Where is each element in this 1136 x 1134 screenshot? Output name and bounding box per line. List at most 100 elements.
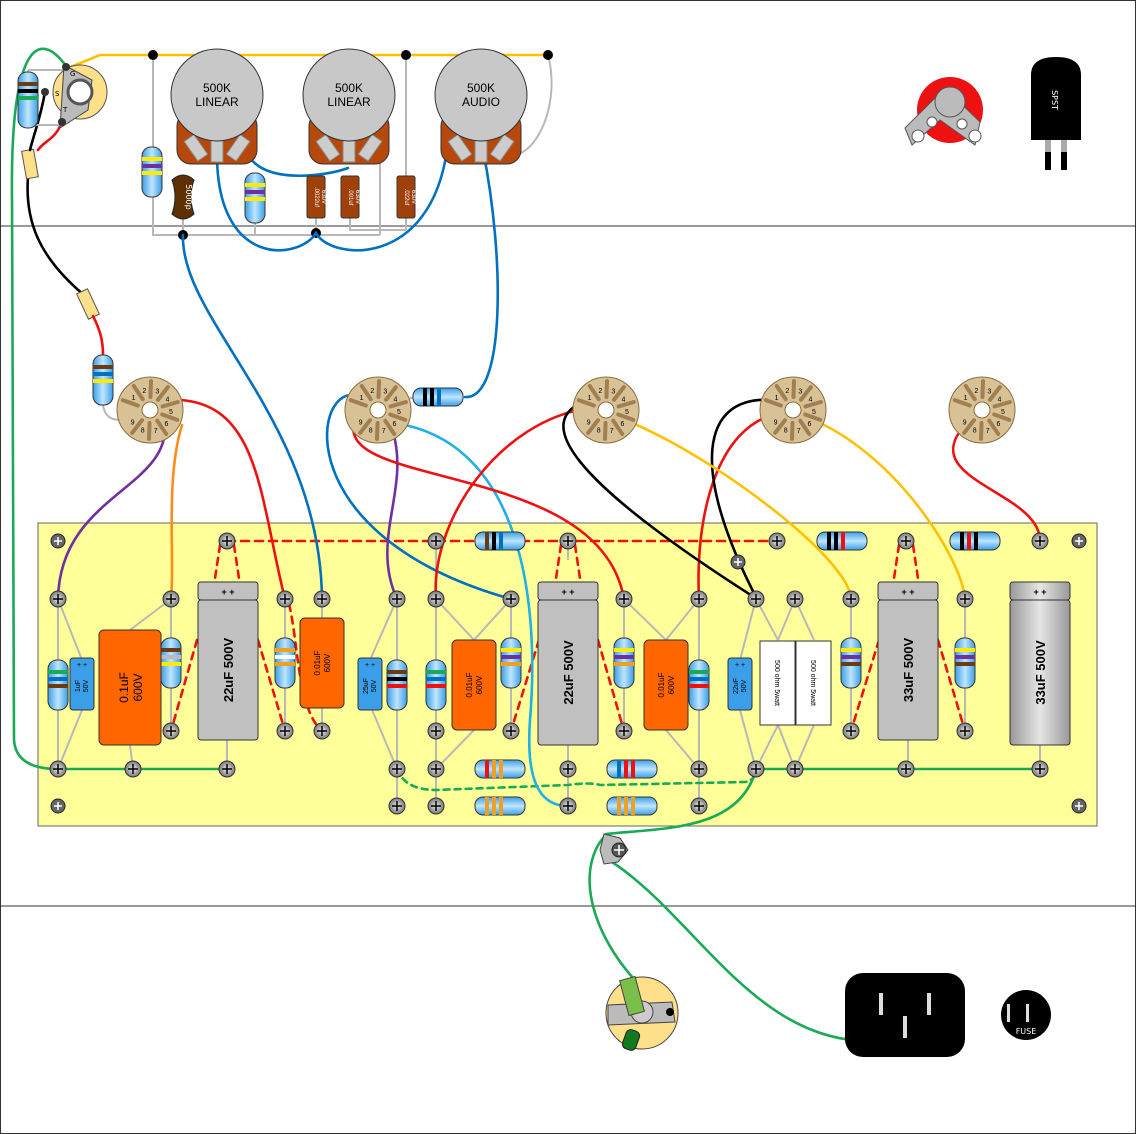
- mounting-screw: [1071, 798, 1087, 814]
- turret-terminal[interactable]: [313, 722, 331, 740]
- turret-terminal[interactable]: [427, 760, 445, 778]
- turret-terminal[interactable]: [1031, 532, 1049, 550]
- resistor-band: [827, 532, 831, 550]
- turret-terminal[interactable]: [842, 590, 860, 608]
- socket-pin-number: 3: [987, 388, 991, 395]
- pot-lug: [342, 137, 356, 163]
- wire-black: [710, 398, 774, 601]
- spst-switch[interactable]: SPST: [1031, 57, 1081, 170]
- turret-terminal[interactable]: [388, 590, 406, 608]
- screw-slot: [54, 802, 62, 810]
- bypass-cap-voltage: 50V: [741, 679, 748, 692]
- turret-terminal[interactable]: [747, 590, 765, 608]
- socket-pin: [602, 420, 608, 441]
- coupling-cap-value: 0.01uF: [657, 672, 666, 697]
- bypass-cap-value: 22uF: [733, 678, 740, 694]
- turret-terminal[interactable]: [388, 797, 406, 815]
- socket-center-hole: [369, 401, 387, 419]
- turret-terminal[interactable]: [559, 797, 577, 815]
- resistor-band: [974, 532, 978, 550]
- turret-terminal[interactable]: [768, 532, 786, 550]
- socket-pin: [376, 379, 382, 400]
- turret-terminal[interactable]: [49, 760, 67, 778]
- turret-terminal[interactable]: [842, 722, 860, 740]
- socket-pin: [388, 412, 408, 422]
- turret-terminal[interactable]: [276, 722, 294, 740]
- resistor-band: [18, 82, 38, 86]
- turret-terminal[interactable]: [502, 722, 520, 740]
- terminal-slot: [619, 594, 629, 604]
- turret-terminal[interactable]: [559, 760, 577, 778]
- terminal-slot: [53, 594, 63, 604]
- resistor: [274, 637, 296, 689]
- bypass-cap-value: 25uF: [363, 678, 370, 694]
- turret-terminal[interactable]: [218, 760, 236, 778]
- socket-pin-number: 4: [166, 396, 170, 403]
- turret-terminal[interactable]: [690, 760, 708, 778]
- socket-pin-number: 5: [1001, 409, 1005, 416]
- pot-taper: LINEAR: [327, 95, 371, 109]
- resistor-band: [841, 532, 845, 550]
- socket-pin-number: 4: [809, 396, 813, 403]
- turret-terminal[interactable]: [897, 532, 915, 550]
- turret-terminal[interactable]: [427, 590, 445, 608]
- power-resistor: 500 ohm 5watt: [759, 640, 796, 726]
- turret-terminal[interactable]: [313, 590, 331, 608]
- resistor-band: [245, 183, 265, 187]
- socket-pin-number: 2: [974, 388, 978, 395]
- turret-terminal[interactable]: [897, 760, 915, 778]
- turret-terminal[interactable]: [1031, 760, 1049, 778]
- turret-terminal[interactable]: [786, 590, 804, 608]
- turret-terminal[interactable]: [427, 722, 445, 740]
- turret-terminal[interactable]: [49, 590, 67, 608]
- turret-terminal[interactable]: [218, 532, 236, 550]
- turret-terminal[interactable]: [502, 590, 520, 608]
- turret-terminal[interactable]: [388, 760, 406, 778]
- socket-center-hole: [597, 401, 615, 419]
- turret-terminal[interactable]: [162, 722, 180, 740]
- plate-wire-red: [352, 418, 626, 601]
- b-plus-jumpers: [169, 543, 967, 733]
- socket-pin: [576, 398, 596, 408]
- coupling-cap-voltage: 600V: [667, 675, 676, 694]
- socket-pin-number: 3: [798, 388, 802, 395]
- mounting-screw: [730, 554, 746, 570]
- turret-terminal[interactable]: [690, 590, 708, 608]
- turret-terminal[interactable]: [690, 797, 708, 815]
- socket-pin: [799, 385, 813, 402]
- pot-taper: LINEAR: [195, 95, 239, 109]
- turret-terminal[interactable]: [747, 760, 765, 778]
- socket-pin-number: 3: [383, 388, 387, 395]
- pot-value: 500K: [335, 81, 363, 95]
- terminal-slot: [506, 726, 516, 736]
- turret-terminal[interactable]: [427, 532, 445, 550]
- turret-terminal[interactable]: [124, 760, 142, 778]
- terminal-slot: [431, 764, 441, 774]
- turret-terminal[interactable]: [427, 797, 445, 815]
- turret-terminal[interactable]: [559, 532, 577, 550]
- socket-pin: [763, 398, 783, 408]
- turret-terminal[interactable]: [276, 590, 294, 608]
- resistor-band: [18, 96, 38, 100]
- turret-terminal[interactable]: [956, 722, 974, 740]
- wire-black: [562, 398, 759, 601]
- turret-terminal[interactable]: [615, 722, 633, 740]
- plate-wire-red: [434, 406, 592, 601]
- filter-cap-label: 33uF 500V: [901, 638, 916, 703]
- bypass-cap-body: [357, 657, 383, 711]
- turret-terminal[interactable]: [786, 760, 804, 778]
- turret-terminal[interactable]: [615, 590, 633, 608]
- terminal-slot: [506, 594, 516, 604]
- turret-terminal[interactable]: [956, 590, 974, 608]
- socket-pin: [616, 400, 636, 409]
- turret-terminal[interactable]: [162, 590, 180, 608]
- filter-capacitor: + +33uF 500V: [877, 581, 939, 741]
